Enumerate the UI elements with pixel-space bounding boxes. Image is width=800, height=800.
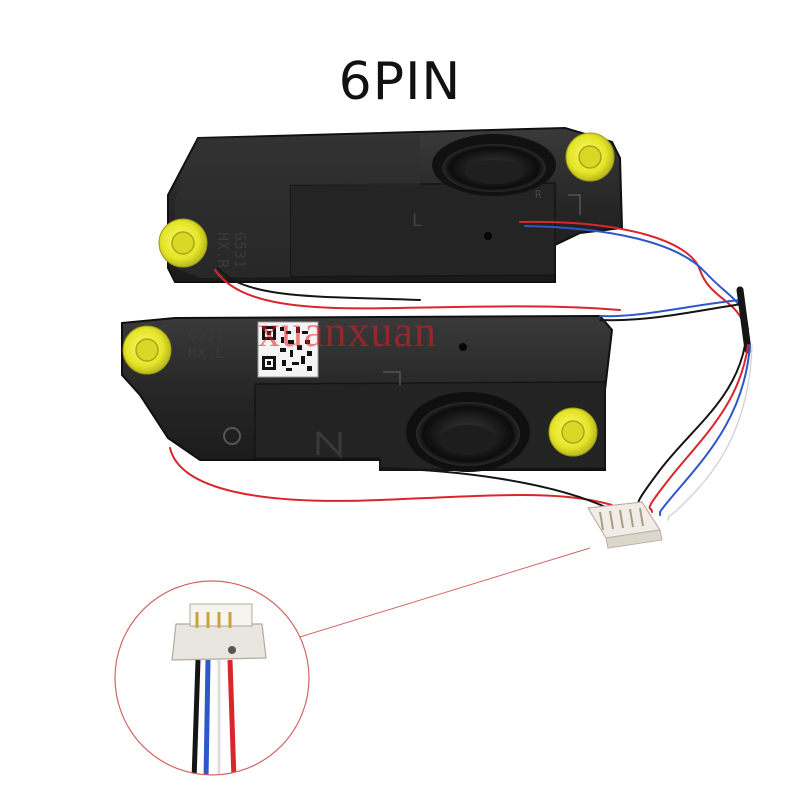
speaker-right-mark-r: R — [535, 188, 542, 201]
connector-zoom-callout — [114, 580, 310, 776]
speaker-right-driver — [432, 134, 556, 196]
speaker-left: G531 HX.L — [121, 314, 614, 472]
qr-code-pattern — [262, 326, 312, 371]
speaker-left-side-label: HX.L — [188, 344, 224, 362]
speaker-left-model-label: G531 — [188, 326, 224, 344]
grommet-icon — [122, 325, 172, 375]
grommet-icon — [548, 407, 598, 457]
watermark-text: xuanxuan — [258, 307, 438, 356]
speaker-right-mark-l: L — [412, 211, 422, 231]
six-pin-connector — [587, 501, 663, 549]
callout-line — [289, 547, 591, 641]
speaker-right-model-label: G531 — [231, 232, 249, 268]
grommet-icon — [565, 132, 615, 182]
speaker-left-driver — [406, 392, 530, 472]
title-label: 6PIN — [338, 52, 462, 112]
speaker-wiring — [169, 220, 754, 522]
grommet-icon — [158, 218, 208, 268]
speaker-right-side-label: HX.R — [214, 232, 232, 269]
speaker-right: HX.R G531 L R — [158, 126, 624, 283]
